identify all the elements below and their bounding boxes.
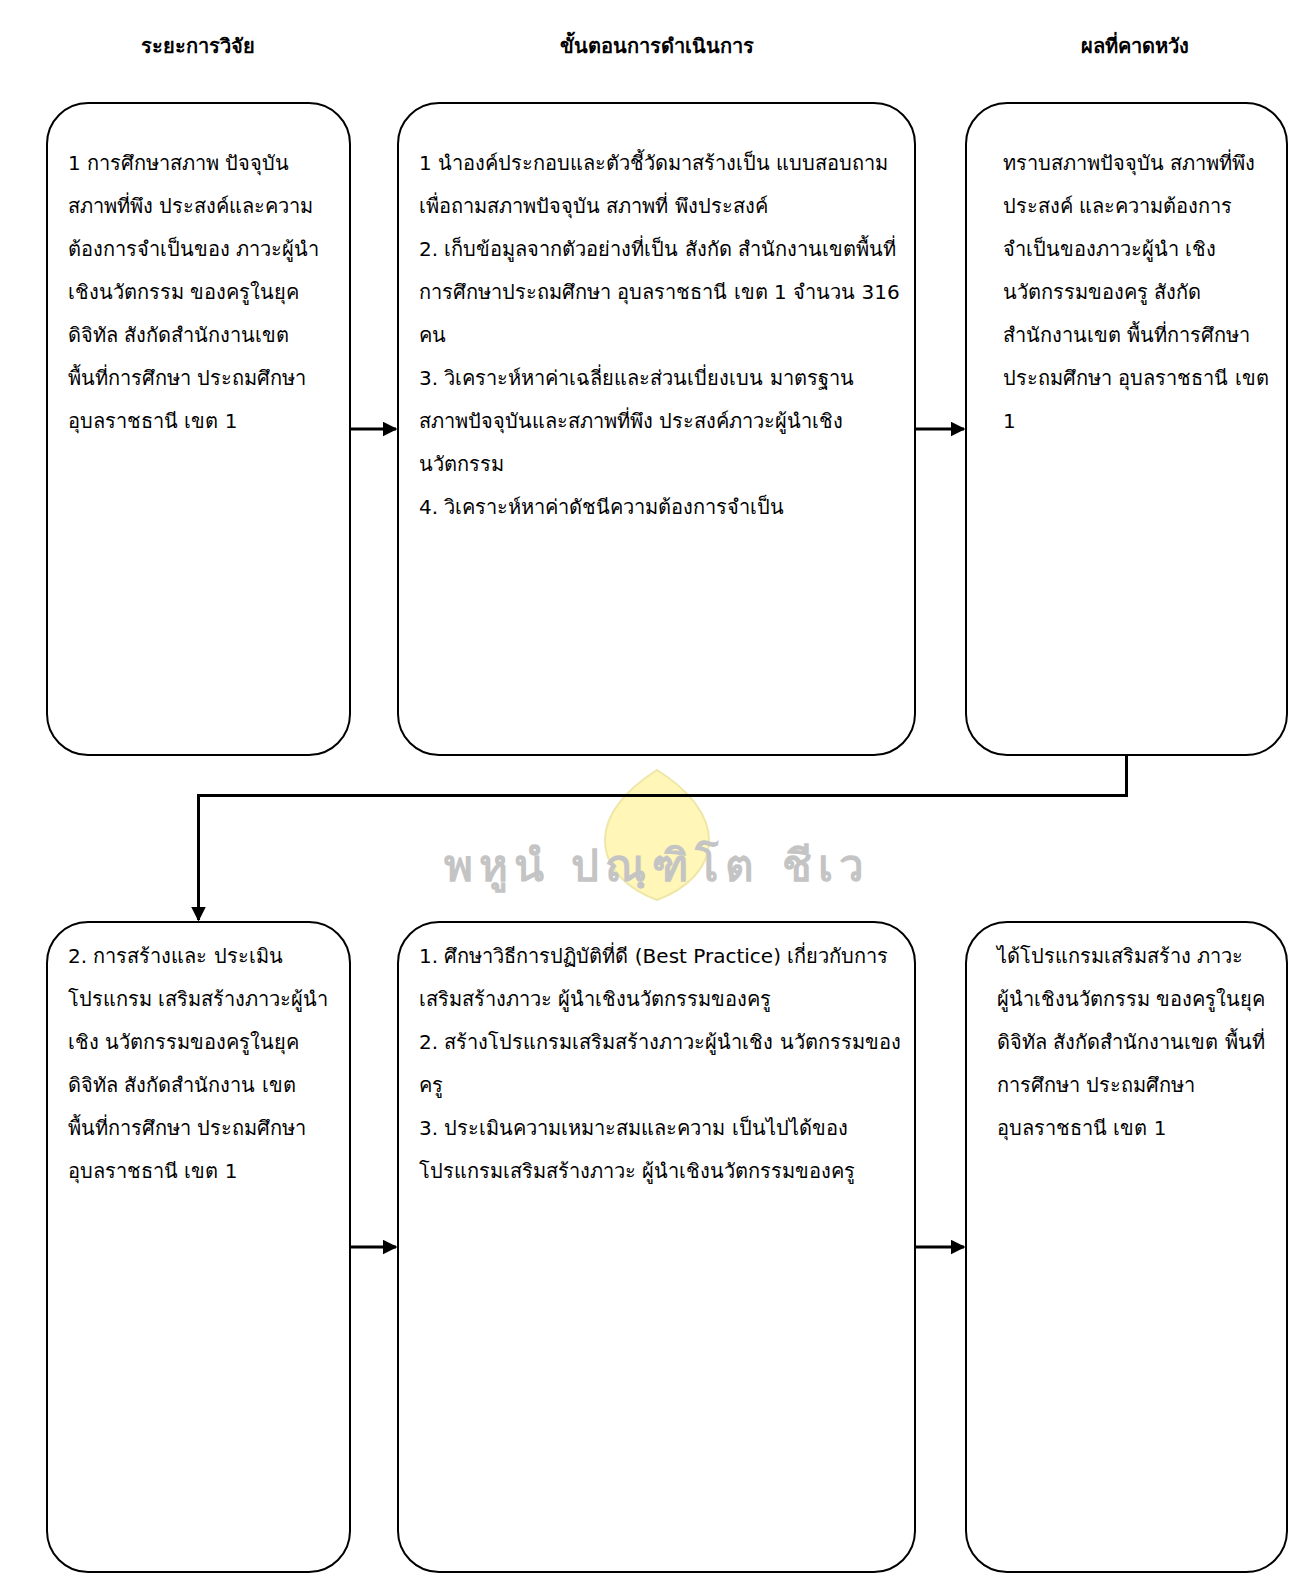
flow-arrow [351, 1246, 396, 1249]
flow-arrow [916, 428, 964, 431]
process-box: 1. ศึกษาวิธีการปฏิบัติที่ดี (Best Practi… [397, 921, 916, 1573]
box-text: 1. ศึกษาวิธีการปฏิบัติที่ดี (Best Practi… [419, 935, 902, 1021]
flow-arrow [351, 428, 396, 431]
flow-arrow [916, 1246, 964, 1249]
box-text: 3. วิเคราะห์หาค่าเฉลี่ยและส่วนเบี่ยงเบน … [419, 357, 902, 486]
process-box: ได้โปรแกรมเสริมสร้าง ภาวะผู้นำเชิงนวัตกร… [965, 921, 1288, 1573]
process-box: 1 การศึกษาสภาพ ปัจจุบัน สภาพที่พึง ประสง… [46, 102, 351, 756]
box-text: ได้โปรแกรมเสริมสร้าง ภาวะผู้นำเชิงนวัตกร… [997, 935, 1272, 1150]
box-text: 2. เก็บข้อมูลจากตัวอย่างที่เป็น สังกัด ส… [419, 228, 902, 357]
process-box: 2. การสร้างและ ประเมินโปรแกรม เสริมสร้าง… [46, 921, 351, 1573]
watermark-text: พหูนํ ปณฺฑิโต ชีเว [444, 830, 870, 900]
box-text: ทราบสภาพปัจจุบัน สภาพที่พึงประสงค์ และคว… [1003, 142, 1272, 443]
box-text: 1 การศึกษาสภาพ ปัจจุบัน สภาพที่พึง ประสง… [68, 142, 335, 443]
box-text: 2. สร้างโปรแกรมเสริมสร้างภาวะผู้นำเชิง น… [419, 1021, 902, 1107]
box-text: 3. ประเมินความเหมาะสมและความ เป็นไปได้ขอ… [419, 1107, 902, 1193]
box-text: 4. วิเคราะห์หาค่าดัชนีความต้องการจำเป็น [419, 486, 902, 529]
flow-arrow [199, 756, 1127, 920]
column-heading: ขั้นตอนการดำเนินการ [560, 30, 754, 62]
box-text: 2. การสร้างและ ประเมินโปรแกรม เสริมสร้าง… [68, 935, 335, 1193]
process-box: 1 นำองค์ประกอบและตัวชี้วัดมาสร้างเป็น แบ… [397, 102, 916, 756]
box-text: 1 นำองค์ประกอบและตัวชี้วัดมาสร้างเป็น แบ… [419, 142, 902, 228]
column-heading: ระยะการวิจัย [141, 30, 255, 62]
process-box: ทราบสภาพปัจจุบัน สภาพที่พึงประสงค์ และคว… [965, 102, 1288, 756]
column-heading: ผลที่คาดหวัง [1081, 30, 1189, 62]
